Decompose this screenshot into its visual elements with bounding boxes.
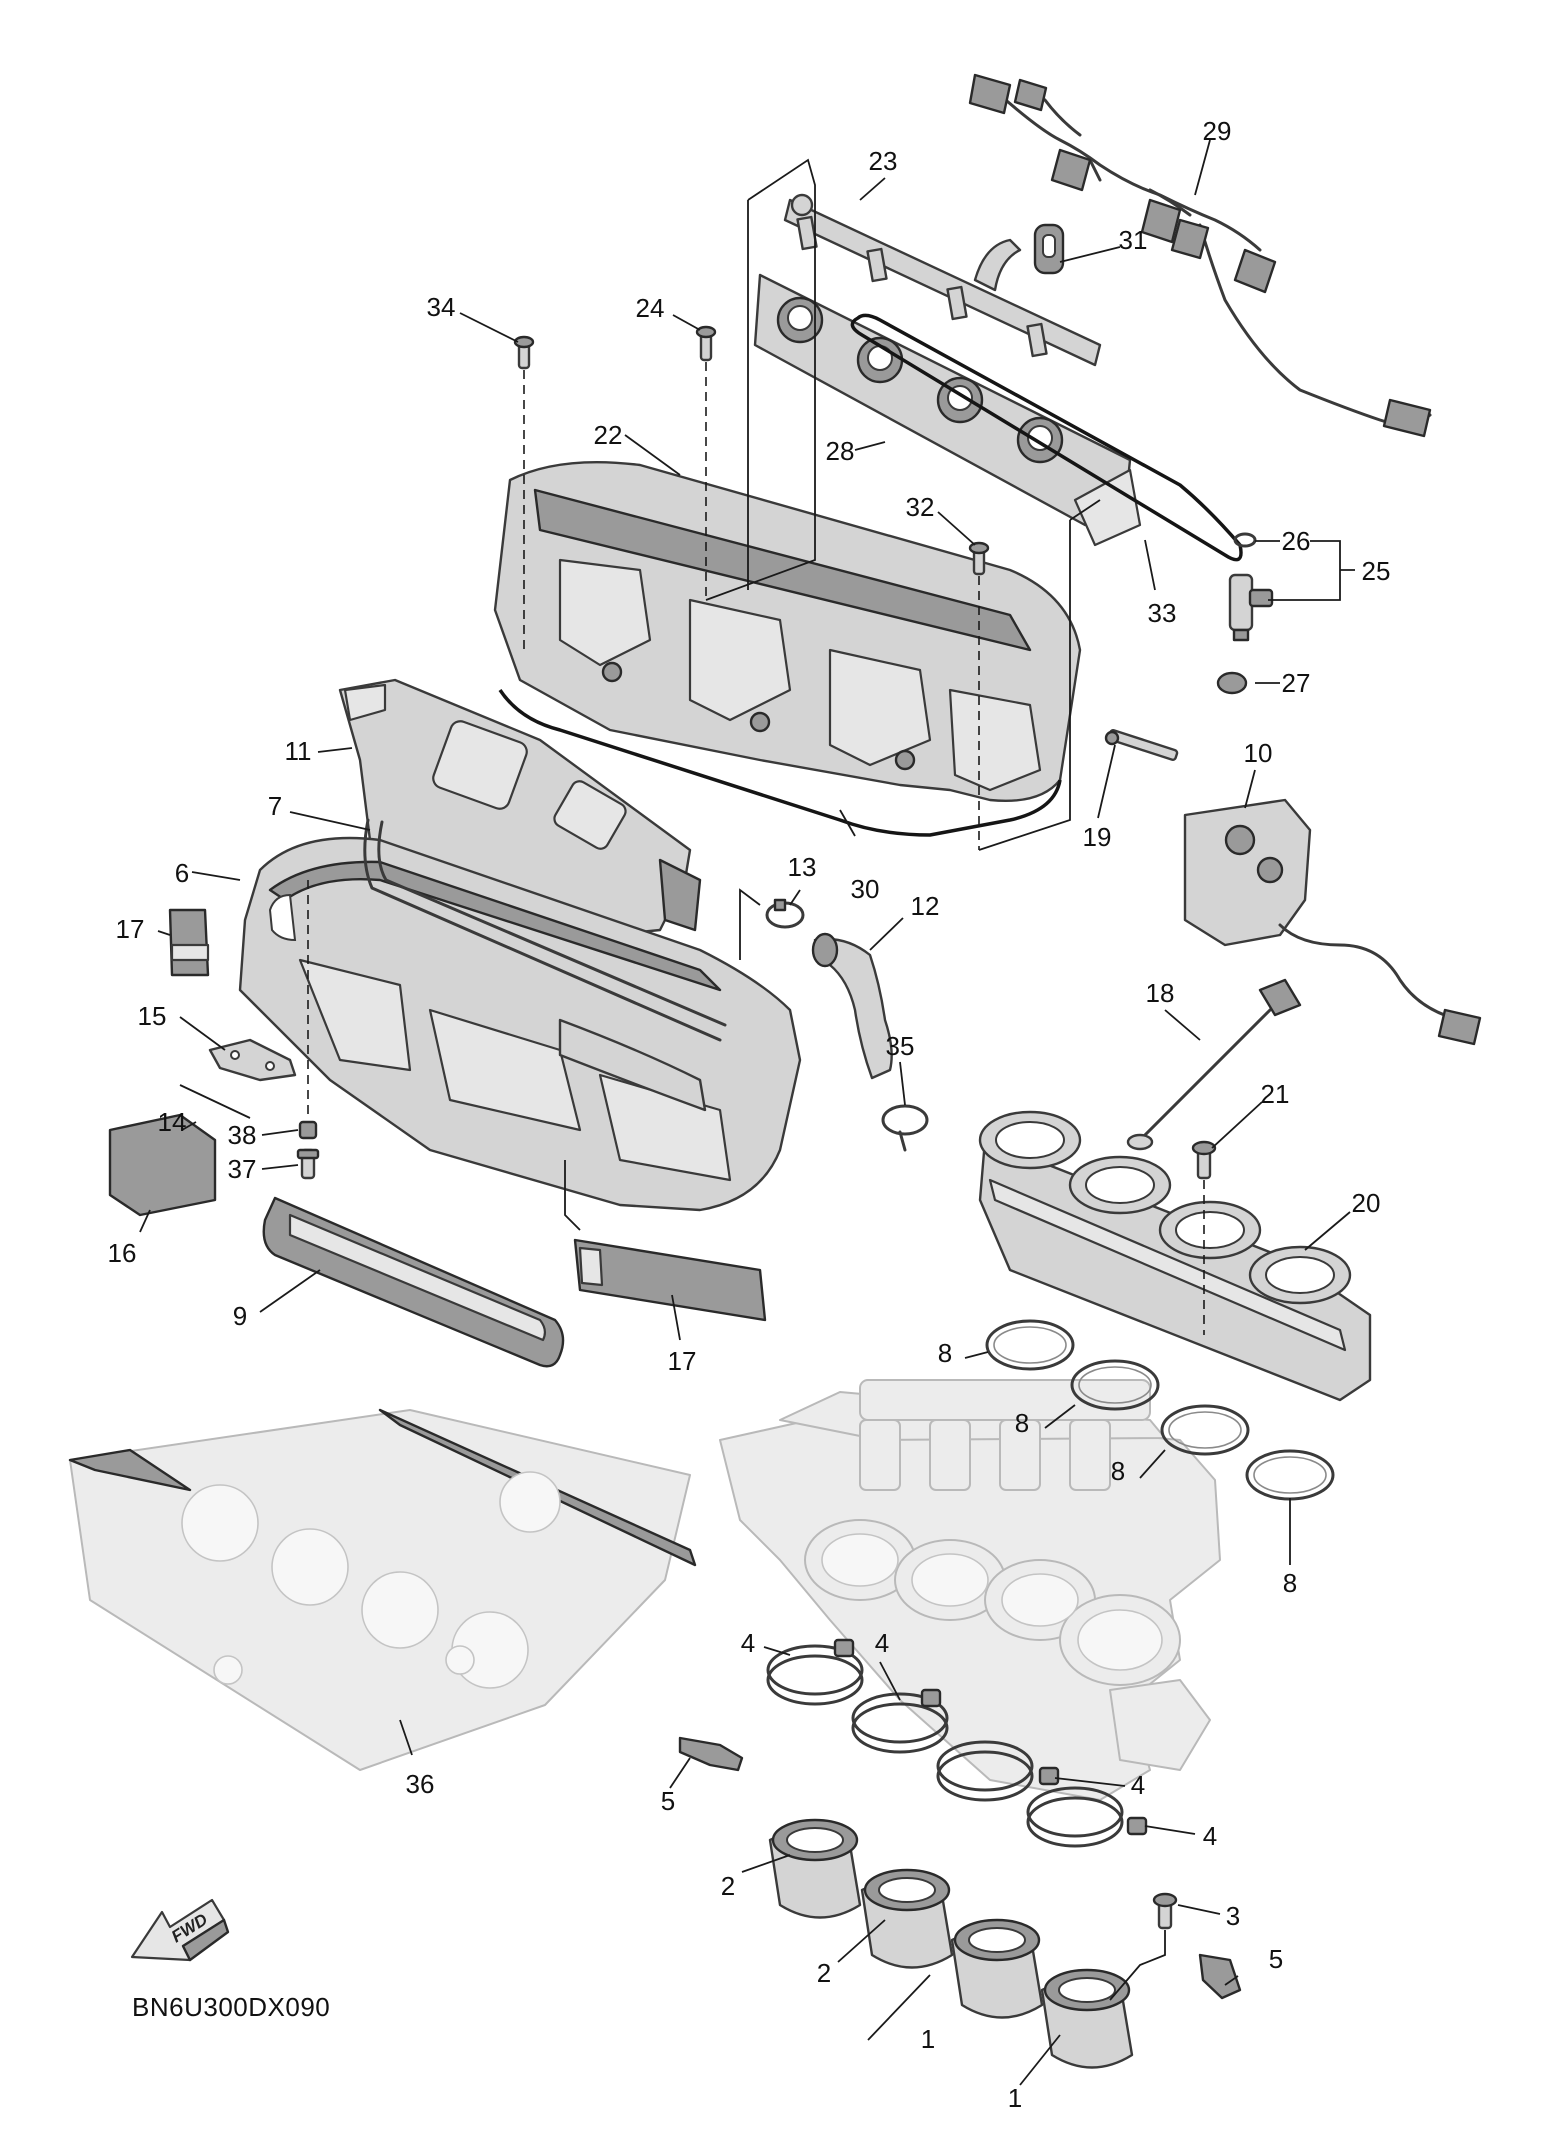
- injector-holder: [753, 273, 1142, 547]
- joint-2-a: [768, 1818, 862, 1919]
- screw-21: [1191, 1140, 1217, 1180]
- callout-35: 35: [886, 1031, 915, 1061]
- foam-pad-lower: [573, 1238, 767, 1322]
- o-ring-8-a: [985, 1319, 1075, 1371]
- callout-24: 24: [636, 293, 665, 323]
- callout-2b: 2: [817, 1958, 831, 1988]
- callout-16: 16: [108, 1238, 137, 1268]
- throttle-actuator-10: [1183, 798, 1482, 1046]
- callout-15: 15: [138, 1001, 167, 1031]
- callout-4d: 4: [1203, 1821, 1217, 1851]
- callout-30: 30: [851, 874, 880, 904]
- callout-38: 38: [228, 1120, 257, 1150]
- callout-22: 22: [594, 420, 623, 450]
- bolt-37: [296, 1148, 320, 1180]
- grommet-27: [1216, 671, 1248, 695]
- callout-21: 21: [1261, 1079, 1290, 1109]
- callout-37: 37: [228, 1154, 257, 1184]
- air-cleaner-case-upper: [493, 460, 1082, 802]
- insulator-plate: [68, 1408, 697, 1771]
- callout-8a: 8: [938, 1338, 952, 1368]
- grommet: [1033, 223, 1065, 275]
- clip-5-a: [678, 1736, 744, 1772]
- callout-9: 9: [233, 1301, 247, 1331]
- callout-8c: 8: [1111, 1456, 1125, 1486]
- callout-3: 3: [1226, 1901, 1240, 1931]
- callout-4c: 4: [1131, 1770, 1145, 1800]
- fuel-injector-25: [1228, 573, 1274, 642]
- breather-hose-12: [811, 932, 893, 1080]
- callout-5b: 5: [1269, 1944, 1283, 1974]
- band-clamp-4-d: [1026, 1786, 1148, 1848]
- foam-element: [108, 1113, 217, 1217]
- callout-13: 13: [788, 852, 817, 882]
- collar-38: [298, 1120, 318, 1140]
- fuel-rail: [783, 193, 1102, 367]
- o-ring-8-d: [1245, 1449, 1335, 1501]
- callout-1a: 1: [921, 2024, 935, 2054]
- engine-ghost-outline: [719, 1379, 1221, 1801]
- callout-17b: 17: [668, 1346, 697, 1376]
- mount-bracket: [208, 1038, 297, 1082]
- callout-leaders: [139, 139, 1355, 2086]
- wire-harness: [968, 73, 1432, 438]
- forward-direction-arrow: FWD: [130, 1898, 230, 1962]
- callout-36: 36: [406, 1769, 435, 1799]
- callout-31: 31: [1119, 225, 1148, 255]
- callout-4b: 4: [875, 1628, 889, 1658]
- hose-clamp-35: [881, 1104, 929, 1152]
- band-clamp-4-a: [766, 1638, 864, 1706]
- band-clamp-4-b: [851, 1688, 949, 1754]
- callout-25: 25: [1362, 556, 1391, 586]
- joint-1-a: [950, 1918, 1044, 2019]
- o-ring-8-b: [1070, 1359, 1160, 1411]
- callout-32: 32: [906, 492, 935, 522]
- air-cleaner-case-lower: [238, 836, 802, 1212]
- band-clamp-4-c: [936, 1740, 1060, 1802]
- hose-clamp-small: [765, 898, 805, 929]
- callout-6: 6: [175, 858, 189, 888]
- callout-27: 27: [1282, 668, 1311, 698]
- diagram-code: BN6U300DX090: [132, 1992, 330, 2022]
- callout-7: 7: [268, 791, 282, 821]
- screw-19: [1104, 729, 1179, 761]
- callout-5a: 5: [661, 1786, 675, 1816]
- joint-2-b: [860, 1868, 954, 1969]
- callout-11: 11: [285, 736, 312, 766]
- callout-19: 19: [1083, 822, 1112, 852]
- callout-4a: 4: [741, 1628, 755, 1658]
- callout-1b: 1: [1008, 2083, 1022, 2113]
- sensor-rod-18: [1126, 978, 1302, 1151]
- assembly-guide-lines: [179, 158, 1205, 2001]
- o-ring-8-c: [1160, 1404, 1250, 1456]
- callout-28: 28: [826, 436, 855, 466]
- callout-20: 20: [1352, 1188, 1381, 1218]
- callout-8d: 8: [1283, 1568, 1297, 1598]
- callout-14: 14: [158, 1107, 187, 1137]
- callout-8b: 8: [1015, 1408, 1029, 1438]
- callout-23: 23: [869, 146, 898, 176]
- callout-12: 12: [911, 891, 940, 921]
- joint-1-b: [1040, 1968, 1134, 2069]
- case-gasket: [498, 689, 1062, 837]
- callout-labels: 1 1 2 2 3 4 4 4 4 5 5 6 7 8 8 8 8 9 10 1…: [108, 116, 1391, 2113]
- callout-26: 26: [1282, 526, 1311, 556]
- filter-element: [262, 1196, 565, 1368]
- callout-29: 29: [1203, 116, 1232, 146]
- screw-3: [1152, 1892, 1178, 1930]
- foam-pad-upper: [168, 908, 210, 977]
- callout-10: 10: [1244, 738, 1273, 768]
- callout-18: 18: [1146, 978, 1175, 1008]
- o-ring-26: [1233, 532, 1257, 548]
- bolt-24: [695, 325, 717, 362]
- callout-33: 33: [1148, 598, 1177, 628]
- throttle-body-20: [978, 1110, 1372, 1402]
- callout-17a: 17: [116, 914, 145, 944]
- bolt-34: [513, 335, 535, 370]
- callout-2a: 2: [721, 1871, 735, 1901]
- callout-34: 34: [427, 292, 456, 322]
- clip-5-b: [1198, 1953, 1242, 2000]
